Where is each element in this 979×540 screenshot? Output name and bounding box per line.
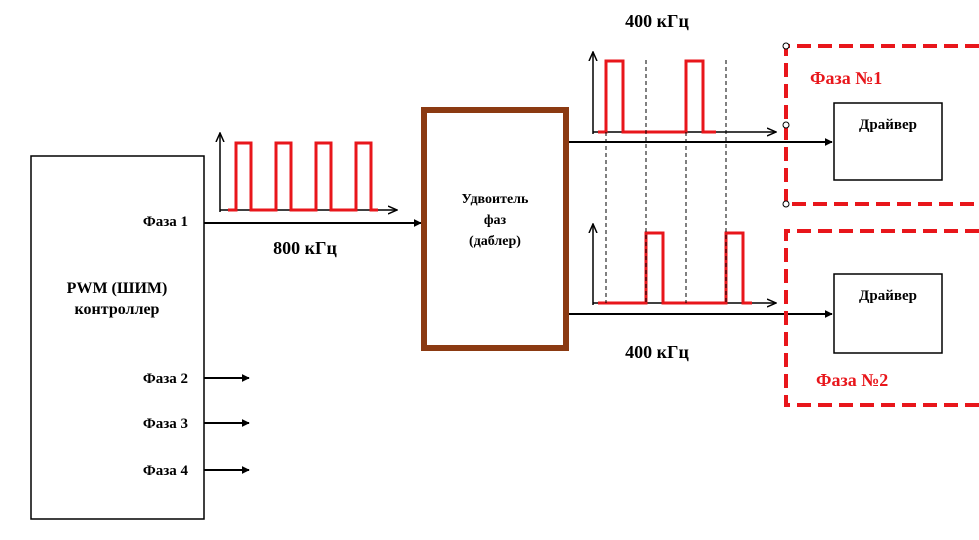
bottom-pulse-train	[598, 231, 752, 305]
phase3-label: Фаза 3	[143, 416, 188, 432]
doubler-label-line2: фаз	[484, 213, 507, 228]
pwm-controller-block	[30, 155, 205, 520]
driver-block-bottom	[833, 273, 943, 354]
top-pulse-train	[598, 59, 716, 134]
phase1-label: Фаза 1	[143, 214, 188, 230]
output-bottom-frequency-label: 400 кГц	[625, 342, 689, 362]
controller-title-line1: PWM (ШИМ)	[67, 280, 168, 297]
phase1-box-title: Фаза №1	[810, 68, 882, 88]
phase4-label: Фаза 4	[143, 463, 189, 479]
phase2-box-title: Фаза №2	[816, 370, 888, 390]
doubler-label-line3: (даблер)	[469, 234, 521, 249]
phase1-box-handle-top	[782, 42, 790, 50]
driver-block-top	[833, 102, 943, 181]
phase2-label: Фаза 2	[143, 371, 188, 387]
phase1-box-handle-bottom	[782, 200, 790, 208]
doubler-block	[421, 107, 569, 351]
driver-label-bottom: Драйвер	[859, 288, 917, 304]
input-pulse-train	[228, 141, 378, 212]
phase1-dashed-box	[784, 44, 979, 206]
output-top-frequency-label: 400 кГц	[625, 11, 689, 31]
phase1-box-handle-mid	[782, 121, 790, 129]
driver-label-top: Драйвер	[859, 117, 917, 133]
phase2-dashed-box	[784, 229, 979, 407]
input-frequency-label: 800 кГц	[273, 238, 337, 258]
controller-title-line2: контроллер	[75, 301, 160, 318]
doubler-label-line1: Удвоитель	[462, 192, 529, 207]
